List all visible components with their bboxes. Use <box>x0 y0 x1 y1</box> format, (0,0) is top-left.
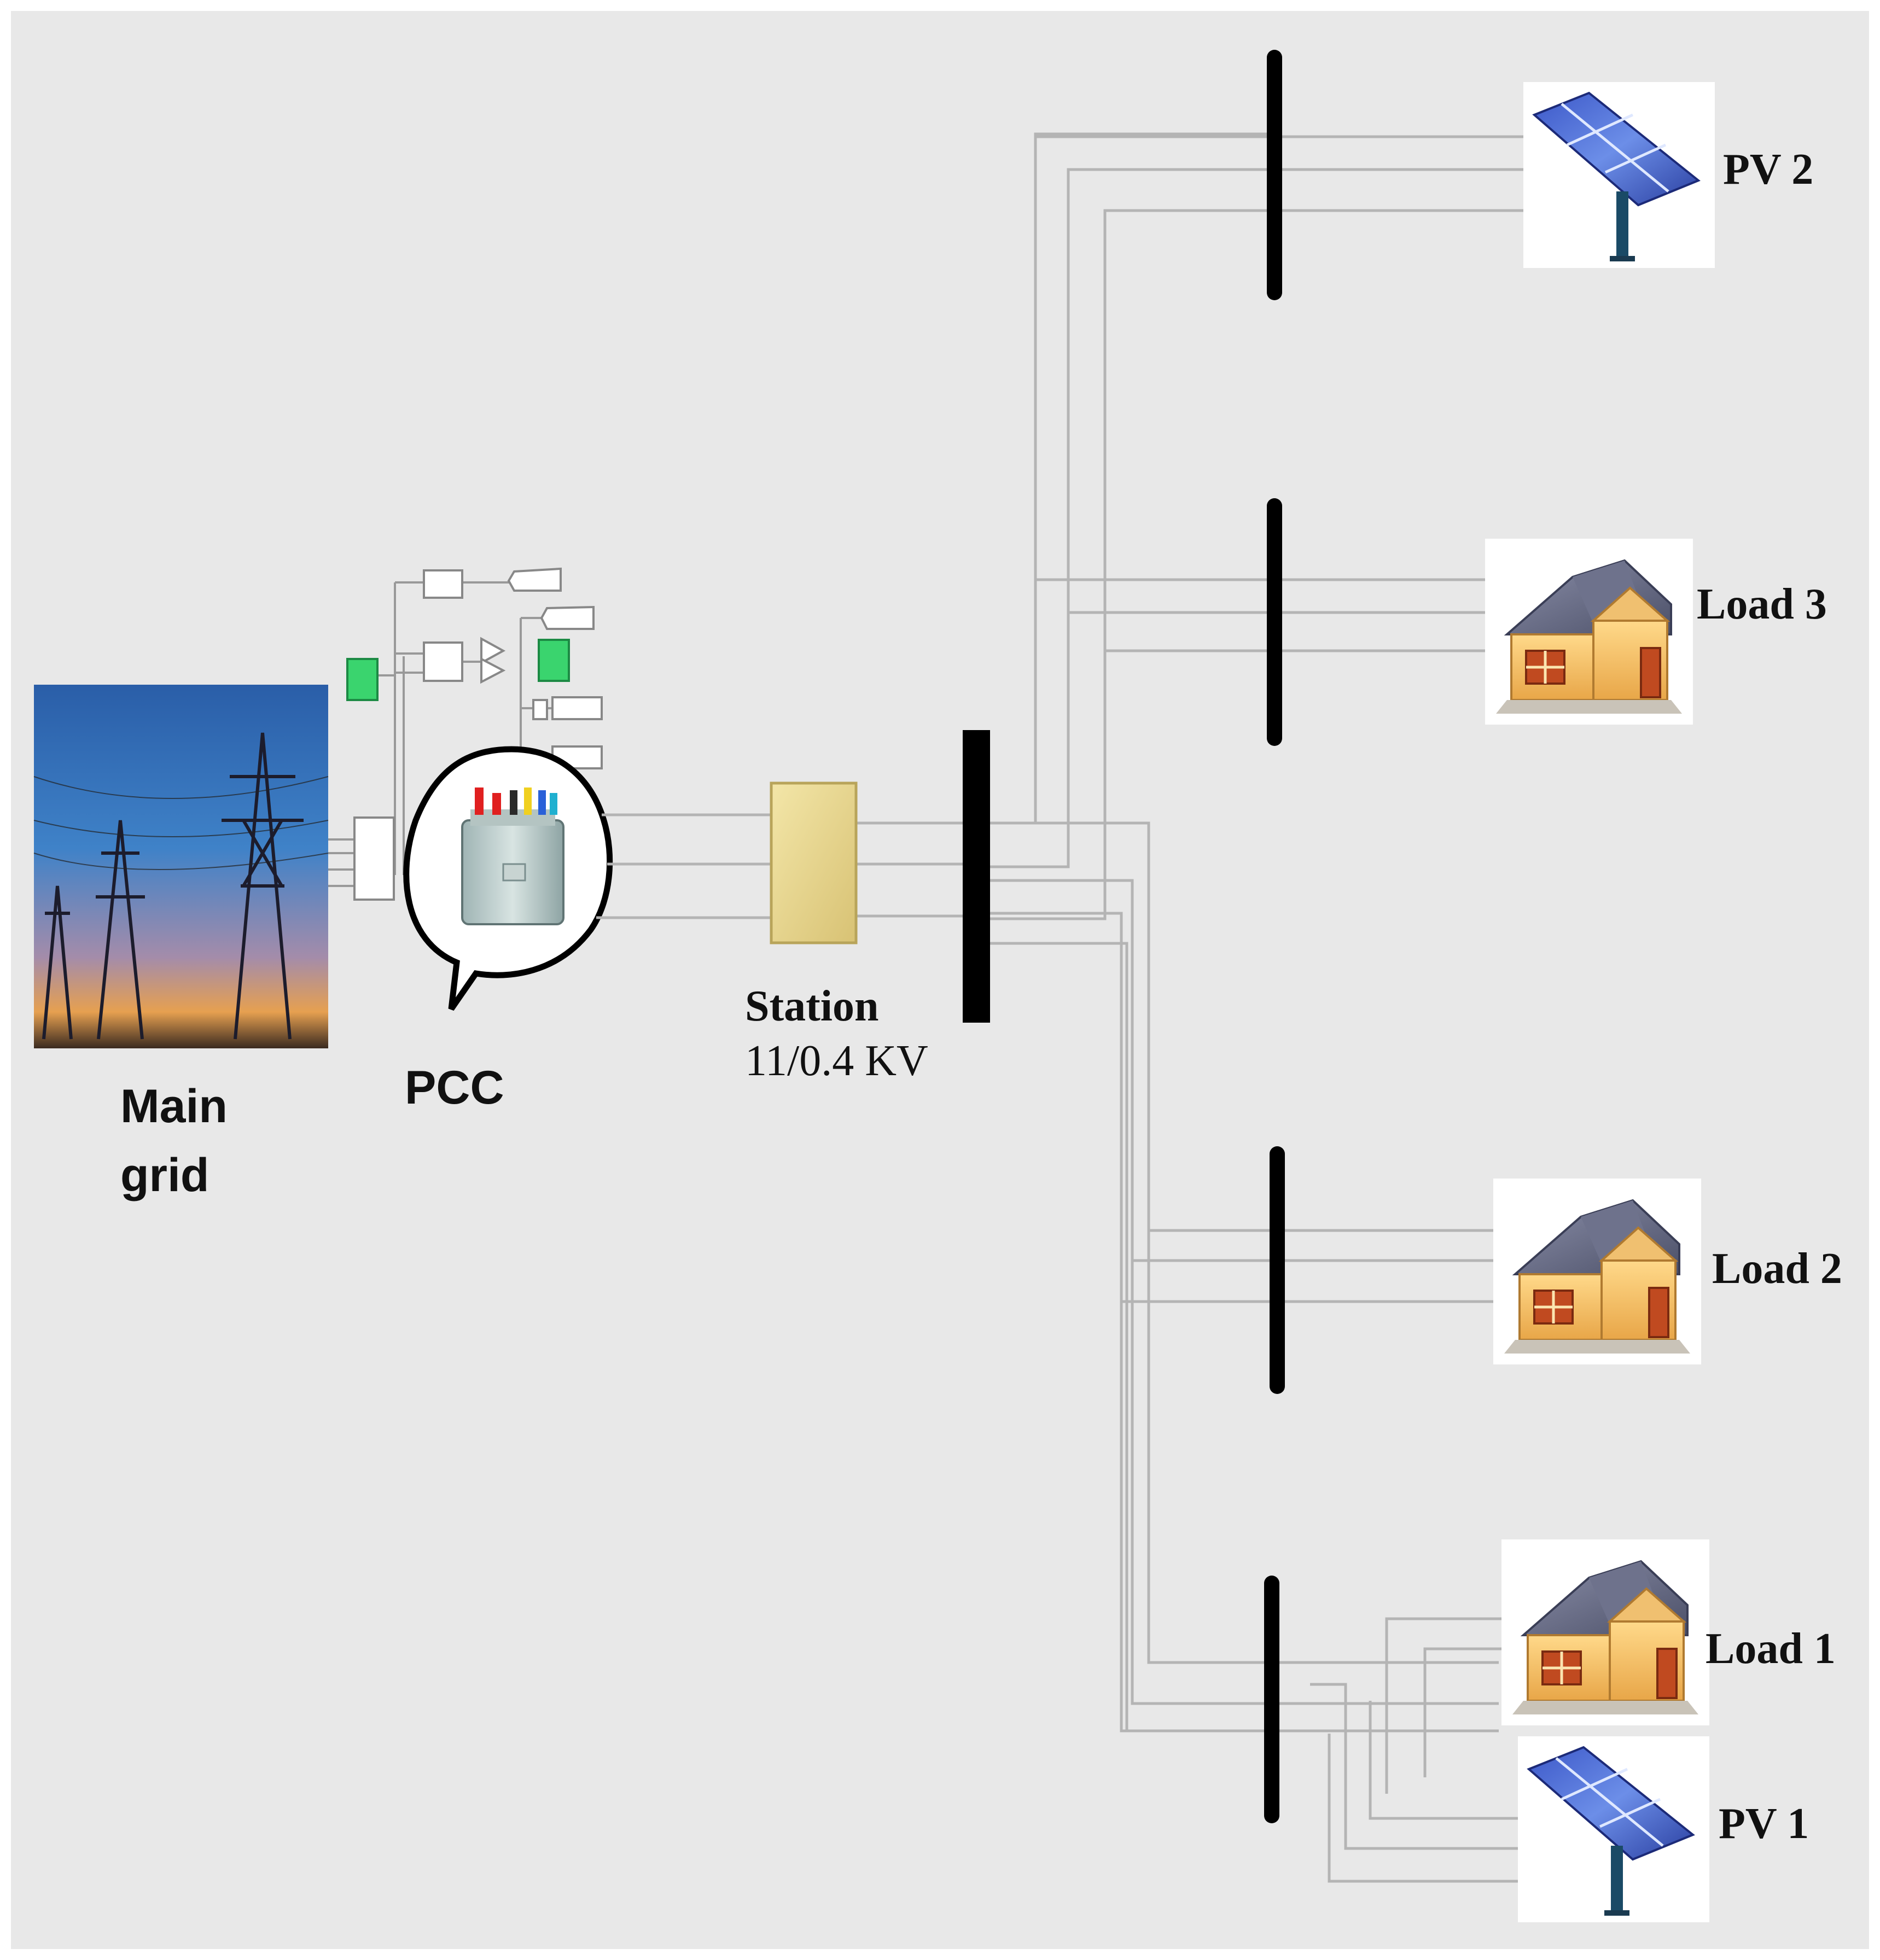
main-grid-label-line2: grid <box>120 1149 209 1201</box>
measurement-block-right <box>538 639 570 682</box>
transmission-tower-icon <box>33 685 329 1048</box>
solar-panel-icon <box>1518 1736 1709 1922</box>
station-label: Station <box>745 982 879 1030</box>
pcc-control-blocks <box>353 567 603 901</box>
transformer-block-icon <box>770 781 858 944</box>
house-icon <box>1493 1179 1701 1364</box>
pcc-label: PCC <box>405 1061 504 1114</box>
solar-panel-icon <box>1523 82 1715 268</box>
house-icon <box>1485 539 1693 725</box>
load1-label: Load 1 <box>1706 1625 1836 1673</box>
pv1-label: PV 1 <box>1719 1800 1809 1848</box>
pv2-label: PV 2 <box>1723 145 1814 194</box>
load3-label: Load 3 <box>1697 580 1827 628</box>
main-bus <box>963 730 990 1023</box>
load2-label: Load 2 <box>1712 1245 1842 1293</box>
main-grid-label: Main grid <box>120 1072 228 1210</box>
measurement-block-left <box>346 658 379 701</box>
three-phase-wires <box>596 132 1526 1883</box>
house-icon <box>1501 1539 1709 1725</box>
main-grid-label-line1: Main <box>120 1080 228 1133</box>
transformer-icon <box>403 746 613 1011</box>
station-voltage-label: 11/0.4 KV <box>745 1037 928 1085</box>
